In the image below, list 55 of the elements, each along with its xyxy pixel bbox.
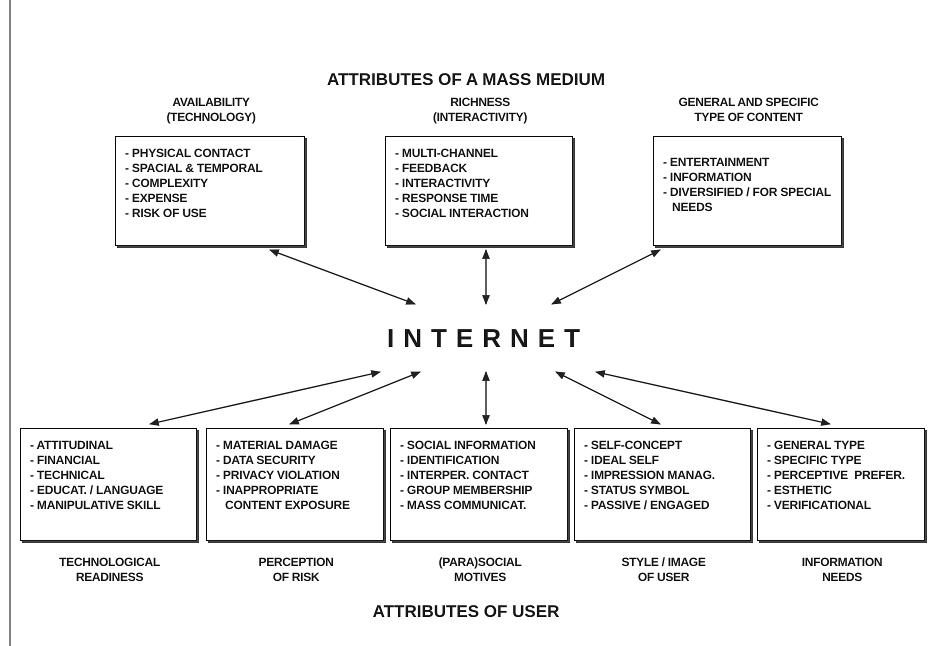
group-heading: RICHNESS (INTERACTIVITY) — [432, 95, 528, 125]
list-item: - FEEDBACK — [395, 161, 468, 176]
list-item: - SOCIAL INFORMATION — [400, 438, 537, 453]
section-title: ATTRIBUTES OF USER — [372, 602, 560, 622]
list-item: - VERIFICATIONAL — [767, 498, 872, 513]
list-item: - EDUCAT. / LANGUAGE — [30, 483, 164, 498]
double-arrow — [269, 249, 416, 305]
list-item: - MATERIAL DAMAGE — [216, 438, 338, 453]
list-item: - ATTITUDINAL — [30, 438, 114, 453]
list-item: - DATA SECURITY — [216, 453, 316, 468]
list-item: - PASSIVE / ENGAGED — [584, 498, 710, 513]
hub-label: INTERNET — [368, 304, 608, 372]
list-item: - IMPRESSION MANAG. — [584, 468, 716, 483]
group-heading: GENERAL AND SPECIFIC TYPE OF CONTENT — [677, 95, 820, 125]
double-arrow — [555, 371, 661, 425]
list-item: - PRIVACY VIOLATION — [216, 468, 341, 483]
list-item: - ENTERTAINMENT — [663, 155, 770, 170]
list-item: - INAPPROPRIATE CONTENT EXPOSURE — [216, 483, 351, 513]
list-item: - MANIPULATIVE SKILL — [30, 498, 162, 513]
list-item: - INTERACTIVITY — [395, 176, 491, 191]
list-item: - MASS COMMUNICAT. — [400, 498, 528, 513]
diagram-title: ATTRIBUTES OF A MASS MEDIUM — [326, 70, 606, 90]
list-item: - MULTI-CHANNEL — [395, 146, 499, 161]
list-item: - RESPONSE TIME — [395, 191, 500, 206]
group-heading: AVAILABILITY (TECHNOLOGY) — [165, 95, 257, 125]
list-item: - SPACIAL & TEMPORAL — [125, 161, 264, 176]
list-item: - INTERPER. CONTACT — [400, 468, 530, 483]
group-heading: TECHNOLOGICAL READINESS — [58, 555, 161, 585]
double-arrow — [595, 370, 831, 426]
list-item: - TECHNICAL — [30, 468, 106, 483]
group-heading: (PARA)SOCIAL MOTIVES — [438, 555, 522, 585]
list-item: - SOCIAL INTERACTION — [395, 206, 530, 221]
list-item: - EXPENSE — [125, 191, 188, 206]
list-item: - ESTHETIC — [767, 483, 833, 498]
list-item: - DIVERSIFIED / FOR SPECIAL NEEDS — [663, 185, 832, 215]
double-arrow — [149, 370, 381, 426]
double-arrow — [482, 371, 490, 425]
list-item: - FINANCIAL — [30, 453, 101, 468]
list-item: - PERCEPTIVE PREFER. — [767, 468, 906, 483]
list-item: - RISK OF USE — [125, 206, 208, 221]
list-item: - SPECIFIC TYPE — [767, 453, 862, 468]
list-item: - IDEAL SELF — [584, 453, 660, 468]
double-arrow — [482, 249, 490, 305]
list-item: - GROUP MEMBERSHIP — [400, 483, 534, 498]
group-heading: STYLE / IMAGE OF USER — [620, 555, 707, 585]
list-item: - IDENTIFICATION — [400, 453, 500, 468]
group-heading: INFORMATION NEEDS — [800, 555, 884, 585]
list-item: - SELF-CONCEPT — [584, 438, 683, 453]
list-item: - PHYSICAL CONTACT — [125, 146, 252, 161]
list-item: - INFORMATION — [663, 170, 752, 185]
list-item: - GENERAL TYPE — [767, 438, 866, 453]
list-item: - COMPLEXITY — [125, 176, 209, 191]
group-heading: PERCEPTION OF RISK — [257, 555, 334, 585]
list-item: - STATUS SYMBOL — [584, 483, 690, 498]
double-arrow — [289, 371, 421, 425]
